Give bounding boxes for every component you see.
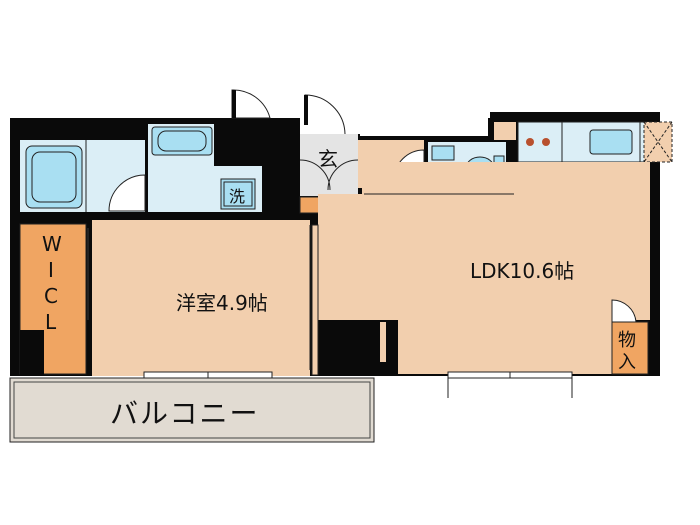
wic-label-c: C [44, 284, 58, 308]
balcony-floor [9, 377, 375, 443]
western-partition [311, 224, 319, 376]
ldk-floor-lower [398, 320, 612, 374]
washer-box [220, 178, 256, 210]
wic-label-w: W [42, 232, 62, 256]
stove-burner-1 [526, 138, 534, 146]
entrance-floor [300, 134, 358, 196]
wic-label-i: I [48, 258, 54, 282]
balcony-label: バルコニー [110, 397, 260, 430]
fridge-x-b [643, 121, 673, 163]
western-room-label: 洋室4.9帖 [176, 291, 268, 315]
ext-door-left-leaf [232, 90, 236, 118]
kitchen-wall-notch [490, 112, 660, 122]
wic-label-l: L [45, 310, 57, 334]
ldk-label: LDK10.6帖 [470, 259, 575, 283]
entrance-label: 玄 [318, 147, 338, 171]
stove-burner-2 [542, 138, 550, 146]
vanity-basin [157, 130, 207, 152]
entrance-door-swing-2 [327, 159, 359, 191]
outside-notch-2 [360, 112, 488, 136]
ext-door-left [231, 89, 271, 119]
washer-inner [223, 181, 253, 207]
storage-door-swing [611, 299, 637, 323]
balcony-rail [13, 381, 371, 439]
storage-label-top: 物 [618, 330, 636, 351]
storage-label-bottom: 入 [618, 352, 636, 373]
wic-wall-bottom [20, 330, 44, 376]
bath-door-swing [108, 174, 146, 212]
wetroom-top-wall [148, 118, 298, 124]
bathtub [25, 145, 83, 209]
ext-door-right-leaf [304, 95, 308, 125]
wash-wall-block [214, 124, 270, 166]
fridge-x-a [643, 121, 673, 163]
ldk-pillar-gap [380, 322, 386, 362]
kitchen-sink [589, 129, 633, 155]
western-room-floor [92, 220, 310, 376]
bathtub-inner [31, 151, 77, 203]
ldk-floor [362, 162, 650, 194]
vanity [151, 126, 213, 156]
entrance-door-swing-1 [299, 159, 331, 191]
storage-closet [611, 321, 649, 375]
ldk-floor-main [318, 194, 650, 320]
wash-wall-col [262, 160, 270, 212]
kitchen-corner [494, 122, 516, 140]
toilet-sink [431, 145, 455, 161]
laundry-label: 洗 [229, 187, 246, 206]
